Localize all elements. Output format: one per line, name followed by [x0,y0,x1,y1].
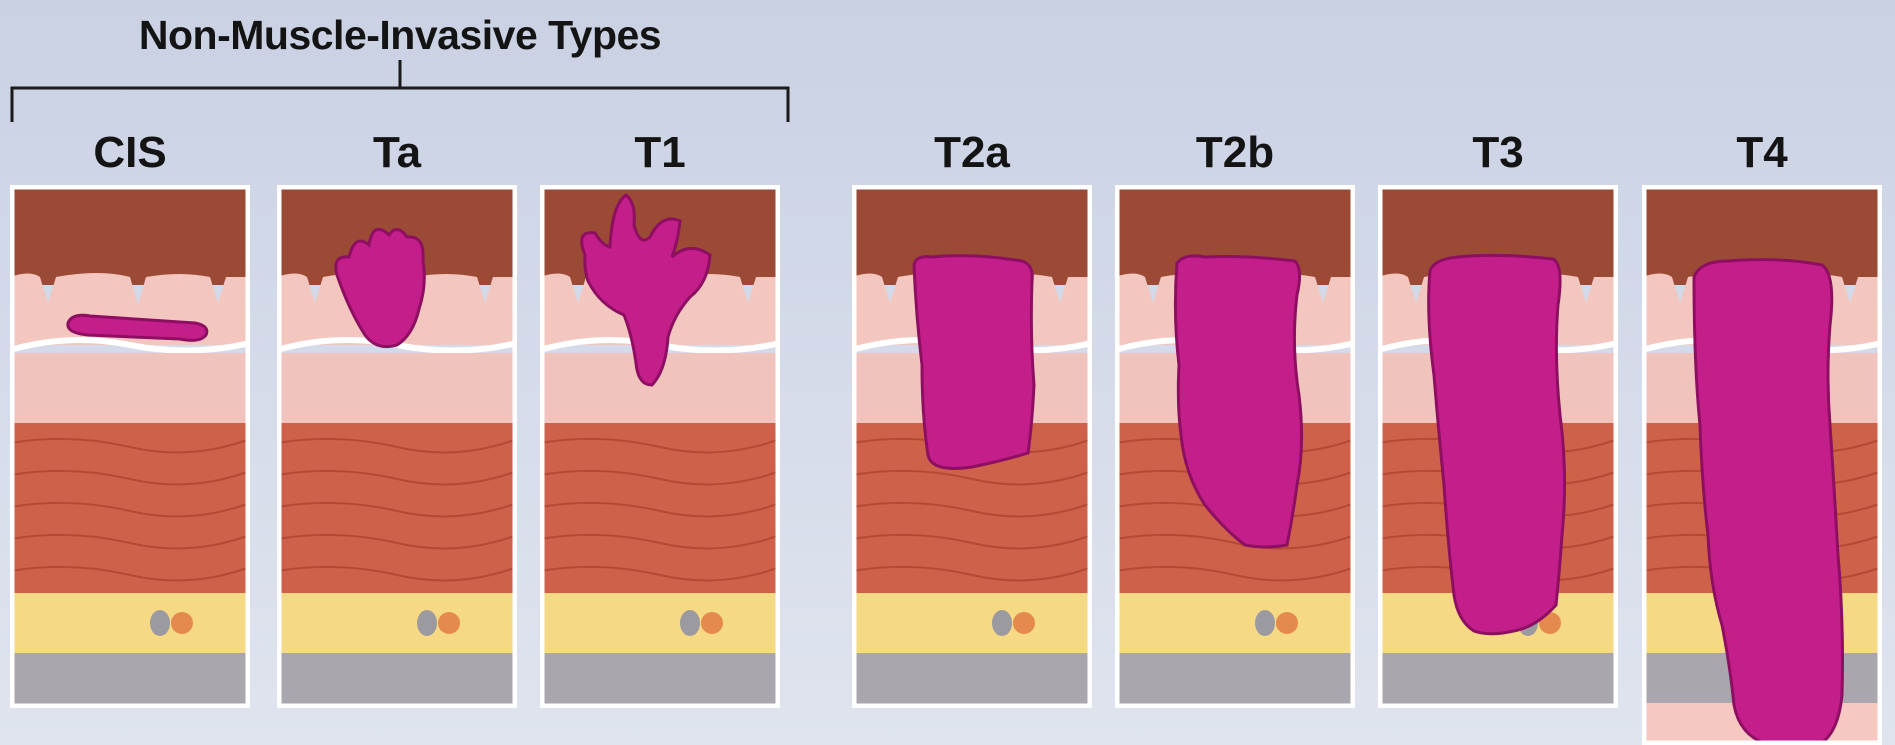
tumor [914,256,1034,469]
stage-panel [277,185,517,708]
serosa [10,653,250,708]
stage-illustration [852,185,1092,708]
perivesical-fat [10,593,250,653]
lamina-propria [10,353,250,423]
vein-icon [417,610,437,636]
stage-illustration [10,185,250,708]
stage-panel [1115,185,1355,708]
lamina-propria [277,353,517,423]
bladder-lumen [10,185,250,285]
stage-panel [540,185,780,708]
serosa [1378,653,1618,708]
stage-illustration [277,185,517,708]
serosa [1115,653,1355,708]
artery-icon [701,612,723,634]
serosa [540,653,780,708]
vein-icon [1255,610,1275,636]
artery-icon [1013,612,1035,634]
stage-label: T2b [1105,128,1365,178]
stage-label: T3 [1368,128,1628,178]
stage-panel [1378,185,1618,708]
artery-icon [1276,612,1298,634]
stage-label: T4 [1632,128,1892,178]
stage-label: T1 [530,128,790,178]
non-muscle-invasive-bracket [0,0,1895,140]
stage-illustration [1115,185,1355,708]
stage-label: T2a [842,128,1102,178]
artery-icon [438,612,460,634]
vein-icon [992,610,1012,636]
artery-icon [171,612,193,634]
stage-panel [10,185,250,708]
vein-icon [680,610,700,636]
stage-illustration [540,185,780,708]
stage-illustration [1378,185,1618,708]
perivesical-fat [1115,593,1355,653]
perivesical-fat [277,593,517,653]
serosa [277,653,517,708]
stage-panel [1642,185,1882,745]
stage-label: CIS [0,128,260,178]
perivesical-fat [852,593,1092,653]
stage-label: Ta [267,128,527,178]
serosa [852,653,1092,708]
vein-icon [150,610,170,636]
stage-panel [852,185,1092,708]
stage-illustration [1642,185,1882,745]
perivesical-fat [540,593,780,653]
